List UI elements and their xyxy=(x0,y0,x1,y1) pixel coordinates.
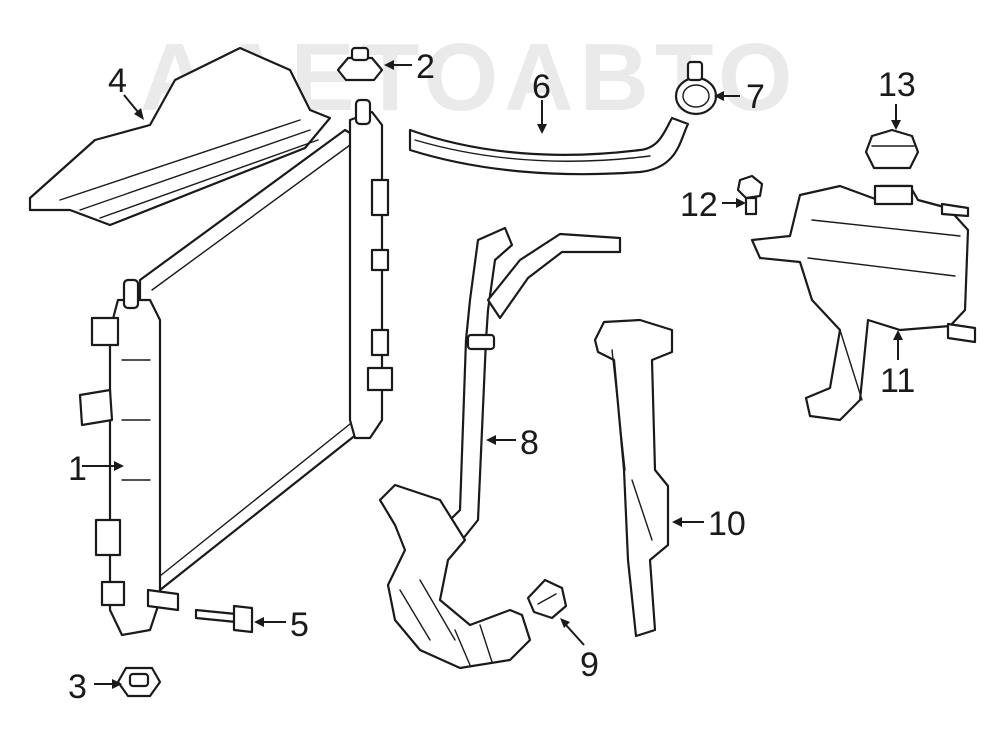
upper-hose-part xyxy=(408,116,690,176)
leader-lines xyxy=(82,60,903,689)
reservoir-screw-part xyxy=(736,174,764,216)
top-mount-cap-part xyxy=(336,46,384,82)
callout-7: 7 xyxy=(746,78,765,116)
callout-5: 5 xyxy=(290,606,309,644)
bottom-mount-cap-part xyxy=(116,666,162,698)
callout-6: 6 xyxy=(532,68,551,106)
coolant-reservoir-part xyxy=(750,184,977,422)
callout-3: 3 xyxy=(68,668,87,706)
callout-12: 12 xyxy=(680,186,718,224)
callout-labels: 1 2 3 4 5 6 7 8 9 10 11 12 13 xyxy=(68,48,916,706)
callout-4: 4 xyxy=(108,62,127,100)
lower-hose-part xyxy=(378,226,622,670)
callout-13: 13 xyxy=(878,66,916,104)
callout-1: 1 xyxy=(68,450,87,488)
callout-11: 11 xyxy=(880,362,915,400)
callout-8: 8 xyxy=(520,424,539,462)
callout-9: 9 xyxy=(580,646,599,684)
callout-10: 10 xyxy=(708,505,746,543)
radiator-part xyxy=(78,98,394,637)
callout-2: 2 xyxy=(416,48,435,86)
hose-clamp-lower-part xyxy=(526,578,568,620)
side-air-baffle-part xyxy=(593,318,674,638)
air-seal-part xyxy=(28,46,332,227)
bolt-part xyxy=(194,604,254,634)
reservoir-cap-part xyxy=(864,128,920,170)
